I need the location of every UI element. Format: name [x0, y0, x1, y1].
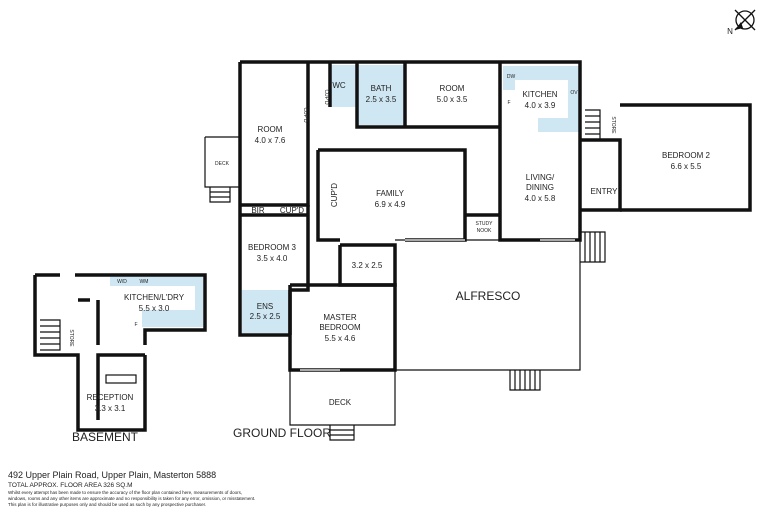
- svg-text:3.2 x 2.5: 3.2 x 2.5: [352, 261, 383, 270]
- svg-text:W/D: W/D: [117, 279, 127, 285]
- svg-text:5.5 x 3.0: 5.5 x 3.0: [139, 304, 170, 313]
- svg-text:OV: OV: [570, 90, 578, 96]
- svg-text:LIVING/: LIVING/: [526, 173, 555, 182]
- address: 492 Upper Plain Road, Upper Plain, Maste…: [8, 470, 217, 480]
- svg-text:6.9 x 4.9: 6.9 x 4.9: [375, 200, 406, 209]
- total-area: TOTAL APPROX. FLOOR AREA 326 SQ.M: [8, 482, 133, 489]
- svg-text:BEDROOM 3: BEDROOM 3: [248, 243, 297, 252]
- svg-text:ENS: ENS: [257, 302, 273, 311]
- svg-text:CUP'D: CUP'D: [280, 206, 304, 215]
- svg-text:DECK: DECK: [215, 161, 230, 167]
- svg-text:MASTER: MASTER: [323, 313, 357, 322]
- svg-text:STORE: STORE: [68, 329, 74, 347]
- bath-area: [358, 65, 404, 125]
- compass-north-icon: N: [727, 9, 756, 36]
- svg-text:RECEPTION: RECEPTION: [87, 393, 134, 402]
- svg-text:GROUND FLOOR: GROUND FLOOR: [233, 426, 331, 440]
- alfresco-outline: [204, 136, 581, 426]
- svg-text:CUP'D: CUP'D: [330, 183, 339, 207]
- svg-text:ENTRY: ENTRY: [591, 187, 619, 196]
- svg-text:BEDROOM: BEDROOM: [319, 323, 361, 332]
- svg-text:F: F: [507, 100, 510, 106]
- svg-text:4.0 x 3.9: 4.0 x 3.9: [525, 101, 556, 110]
- kitchen-bench: [503, 66, 580, 132]
- svg-text:ROOM: ROOM: [440, 84, 465, 93]
- stairs-icon: [209, 109, 606, 441]
- svg-text:FAMILY: FAMILY: [376, 189, 405, 198]
- svg-text:F: F: [134, 322, 137, 328]
- svg-text:2.5 x 2.5: 2.5 x 2.5: [250, 312, 281, 321]
- svg-text:CUP'D: CUP'D: [323, 89, 329, 105]
- svg-text:STORE: STORE: [610, 116, 616, 134]
- svg-text:ROOM: ROOM: [258, 125, 283, 134]
- svg-text:4.0 x 5.8: 4.0 x 5.8: [525, 194, 556, 203]
- svg-text:DECK: DECK: [329, 398, 352, 407]
- svg-text:5.0 x 3.5: 5.0 x 3.5: [437, 95, 468, 104]
- svg-text:N: N: [727, 27, 733, 36]
- svg-text:6.6 x 5.5: 6.6 x 5.5: [671, 162, 702, 171]
- svg-text:3.3 x 3.1: 3.3 x 3.1: [95, 404, 126, 413]
- svg-text:BEDROOM 2: BEDROOM 2: [662, 151, 711, 160]
- svg-text:WC: WC: [332, 81, 346, 90]
- svg-text:BASEMENT: BASEMENT: [72, 430, 139, 444]
- svg-text:KITCHEN: KITCHEN: [522, 90, 557, 99]
- ens-area: [242, 290, 288, 333]
- svg-text:4.0 x 7.6: 4.0 x 7.6: [255, 136, 286, 145]
- basement-kitchen-bench: [110, 276, 203, 327]
- svg-text:DINING: DINING: [526, 183, 554, 192]
- basement-walls: [33, 273, 207, 432]
- svg-text:WM: WM: [140, 279, 149, 285]
- svg-text:CUP'D: CUP'D: [302, 107, 308, 123]
- wc-area: [331, 65, 357, 107]
- svg-text:KITCHEN/L'DRY: KITCHEN/L'DRY: [124, 293, 185, 302]
- svg-text:NOOK: NOOK: [477, 228, 492, 234]
- svg-text:ALFRESCO: ALFRESCO: [456, 289, 521, 303]
- svg-text:2.5 x 3.5: 2.5 x 3.5: [366, 95, 397, 104]
- svg-text:5.5 x 4.6: 5.5 x 4.6: [325, 334, 356, 343]
- svg-text:3.5 x 4.0: 3.5 x 4.0: [257, 254, 288, 263]
- svg-text:BIR: BIR: [251, 206, 265, 215]
- ground-floor-walls: [238, 60, 752, 372]
- disclaimer: Whilst every attempt has been made to en…: [8, 490, 256, 507]
- svg-text:BATH: BATH: [371, 84, 392, 93]
- svg-text:STUDY: STUDY: [476, 221, 494, 227]
- svg-text:DW: DW: [507, 74, 516, 80]
